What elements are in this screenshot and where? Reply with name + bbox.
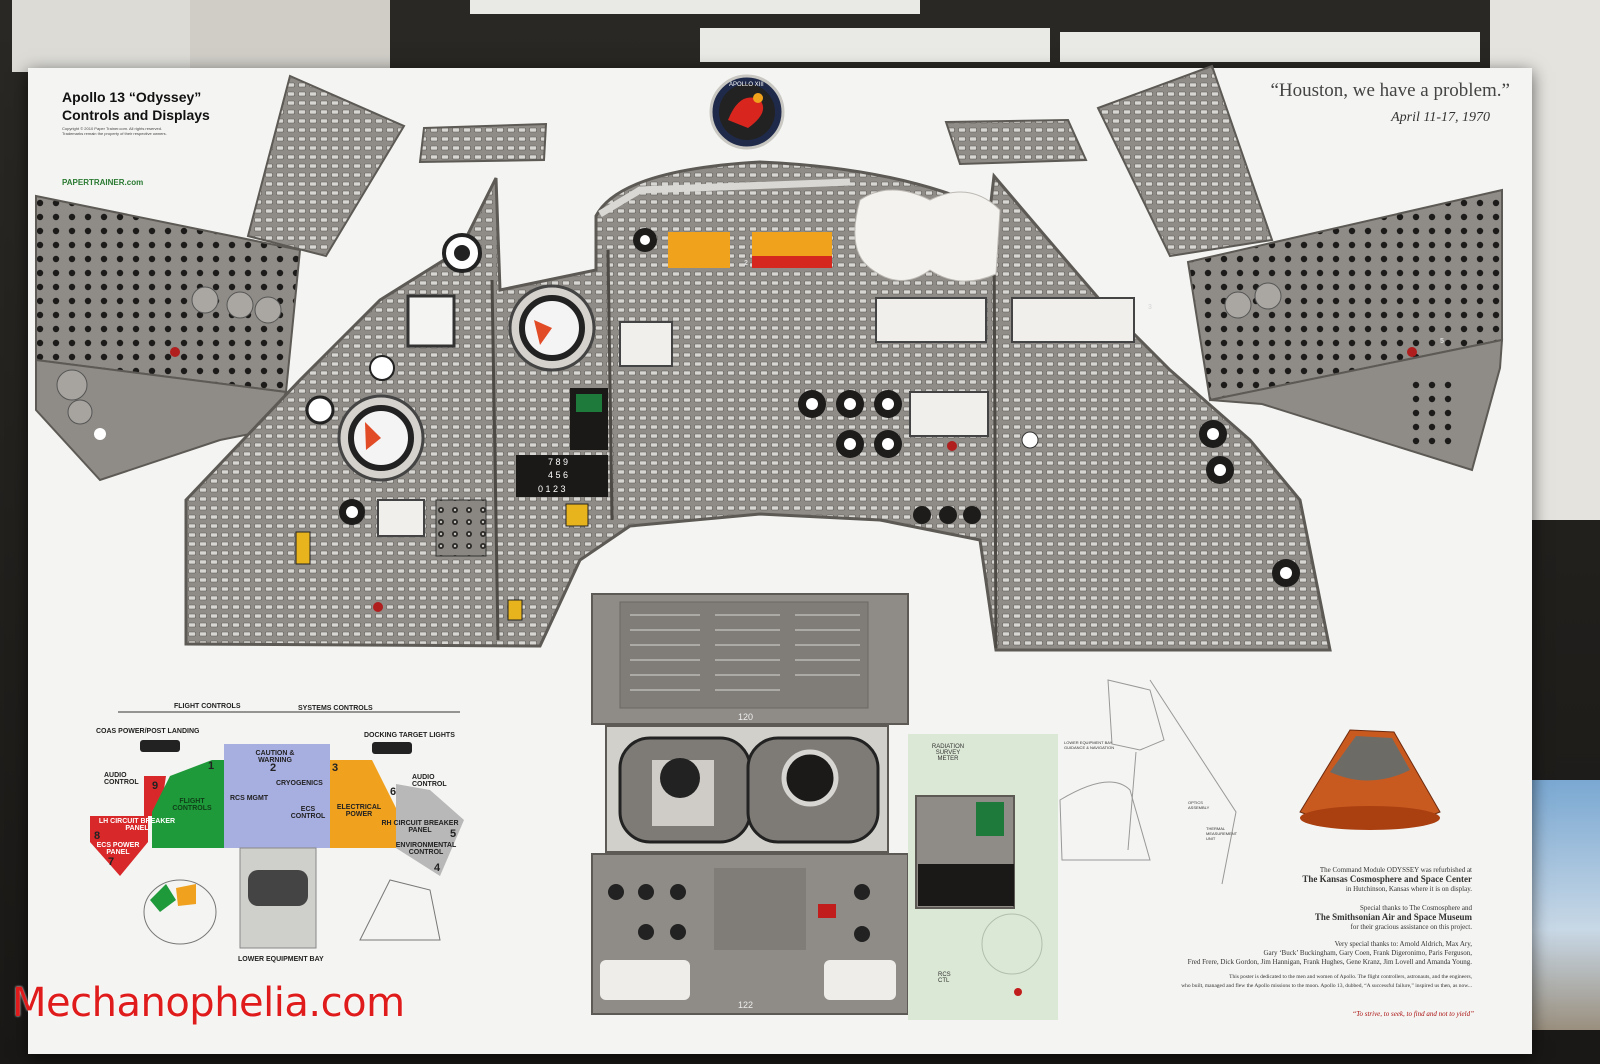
radiation-panel <box>908 734 1058 1020</box>
key-diagram <box>90 711 464 949</box>
brand-logo: PAPERTRAINER.com <box>62 178 144 187</box>
label-lower-bay: LOWER EQUIPMENT BAY <box>238 956 324 963</box>
zone-number-2: 2 <box>270 762 277 774</box>
label-systems-controls: SYSTEMS CONTROLS <box>298 705 373 712</box>
zone-number-4: 4 <box>434 862 441 874</box>
label-audio-left: AUDIO CONTROL <box>104 772 139 786</box>
zone-number-1: 1 <box>208 760 215 772</box>
fine-print: Copyright © 2010 Paper Trainer.com. All … <box>62 126 212 136</box>
fine-print-line-1: Copyright © 2010 Paper Trainer.com. All … <box>62 126 163 131</box>
keypad-row-3: 0 1 2 3 <box>538 484 566 494</box>
keypad-row-1: 7 8 9 <box>548 457 569 467</box>
panel-number-122: 122 <box>738 1000 754 1010</box>
credits-line-5: The Smithsonian Air and Space Museum <box>1080 913 1472 923</box>
watermark: Mechanophelia.com <box>12 980 405 1026</box>
line-diagram <box>1059 679 1237 885</box>
mission-dates: April 11-17, 1970 <box>1391 110 1490 125</box>
background-paper-1 <box>12 0 192 72</box>
label-optics: OPTICS ASSEMBLY <box>1188 800 1210 810</box>
main-console <box>184 160 1332 652</box>
label-rcs-ctl: RCS CTL <box>938 972 951 984</box>
panel-number-120: 120 <box>738 712 754 722</box>
credits-line-10: This poster is dedicated to the men and … <box>1229 974 1472 980</box>
label-ecs-control: ECS CONTROL <box>290 806 326 820</box>
keypad-row-2: 4 5 6 <box>548 470 569 480</box>
label-thermal: THERMAL MEASUREMENT UNIT <box>1206 826 1238 841</box>
credits-museum-1: The Kansas Cosmosphere and Space Center <box>1302 874 1472 884</box>
panel-number-3: 3 <box>1148 304 1152 311</box>
zone-number-9: 9 <box>152 780 159 792</box>
credits-line-7: Very special thanks to: Arnold Aldrich, … <box>1334 940 1472 948</box>
right-wing-panel <box>1186 188 1504 472</box>
label-flight-controls: FLIGHT CONTROLS <box>174 703 241 710</box>
quote: “Houston, we have a problem.” <box>1270 80 1510 101</box>
label-electrical-power: ELECTRICAL POWER <box>336 804 382 818</box>
zone-number-6: 6 <box>390 786 397 798</box>
label-coas: COAS POWER/POST LANDING <box>96 728 200 735</box>
label-environmental: ENVIRONMENTAL CONTROL <box>395 842 457 856</box>
panel-number-2: 2 <box>744 260 748 267</box>
label-rh-breaker: RH CIRCUIT BREAKER PANEL <box>381 820 459 834</box>
zone-number-8: 8 <box>94 830 101 842</box>
motto: “To strive, to seek, to find and not to … <box>1352 1010 1474 1018</box>
credits-line-6: for their gracious assistance on this pr… <box>1350 923 1473 931</box>
capsule-photo <box>1299 729 1441 830</box>
credits-museum-2: The Smithsonian Air and Space Museum <box>1314 912 1472 922</box>
credits-line-2: The Kansas Cosmosphere and Space Center <box>1080 875 1472 885</box>
background-paper-5 <box>1060 32 1480 62</box>
label-lh-breaker: LH CIRCUIT BREAKER PANEL <box>98 818 176 832</box>
patch-text: APOLLO XIII <box>729 82 764 88</box>
label-caution: CAUTION & WARNING <box>255 750 295 764</box>
title-line-1: Apollo 13 “Odyssey” <box>62 89 202 105</box>
small-panel-left <box>418 122 548 164</box>
left-wing-panel <box>35 194 302 482</box>
label-radiation: RADIATION SURVEY METER <box>931 744 965 762</box>
zone-number-7: 7 <box>108 856 115 868</box>
background-paper-2 <box>190 0 390 70</box>
zone-number-5: 5 <box>450 828 457 840</box>
zone-number-3: 3 <box>332 762 339 774</box>
right-upper-panel <box>1096 64 1274 258</box>
credits-block: The Command Module ODYSSEY was refurbish… <box>1080 866 1472 991</box>
apollo-13-patch <box>709 74 785 150</box>
poster-title: Apollo 13 “Odyssey” Controls and Display… <box>62 88 210 124</box>
credits-line-11: who built, managed and flew the Apollo m… <box>1181 983 1472 989</box>
credits-line-9: Fred Frere, Dick Gordon, Jim Hannigan, F… <box>1187 958 1472 966</box>
label-audio-right: AUDIO CONTROL <box>412 774 447 788</box>
panel-122 <box>591 853 909 1015</box>
label-lower-bay-nav: LOWER EQUIPMENT BAY GUIDANCE & NAVIGATIO… <box>1064 740 1115 750</box>
label-cryogenics: CRYOGENICS <box>276 780 323 787</box>
small-panel-right <box>944 118 1088 166</box>
optics-panel <box>605 725 889 853</box>
title-line-2: Controls and Displays <box>62 107 210 123</box>
label-ecs-power: ECS POWER PANEL <box>96 842 140 856</box>
background-paper-3 <box>470 0 920 14</box>
credits-line-8: Gary ‘Buck’ Buckingham, Gary Coen, Frank… <box>1263 949 1472 957</box>
panel-120 <box>591 593 909 725</box>
background-paper-4 <box>700 28 1050 62</box>
label-flight-zone: FLIGHT CONTROLS <box>172 798 212 812</box>
panel-number-5: 5 <box>1440 338 1444 345</box>
left-upper-panel <box>246 74 406 258</box>
label-rcs-mgmt: RCS MGMT <box>230 795 269 802</box>
credits-line-4: Special thanks to The Cosmosphere and <box>1359 904 1472 912</box>
fine-print-line-2: Trademarks remain the property of their … <box>62 131 167 136</box>
label-docking: DOCKING TARGET LIGHTS <box>364 732 455 739</box>
credits-line-1: The Command Module ODYSSEY was refurbish… <box>1319 866 1472 874</box>
credits-line-3: in Hutchinson, Kansas where it is on dis… <box>1345 885 1472 893</box>
